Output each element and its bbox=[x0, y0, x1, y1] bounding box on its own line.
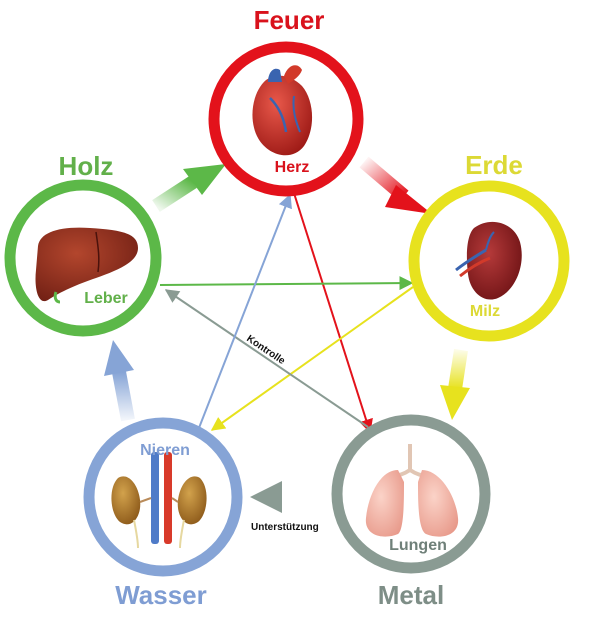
arrow-water-to-wood bbox=[104, 340, 135, 422]
earth-title: Erde bbox=[465, 150, 523, 180]
water-title: Wasser bbox=[115, 580, 207, 610]
element-water: Wasser Nieren bbox=[83, 417, 243, 610]
control-arrows bbox=[159, 189, 414, 434]
wood-title: Holz bbox=[59, 151, 114, 181]
wood-organ-label: Leber bbox=[84, 290, 128, 307]
spleen-icon bbox=[455, 221, 522, 300]
earth-organ-label: Milz bbox=[470, 303, 500, 320]
control-water-to-fire bbox=[196, 193, 292, 434]
metal-organ-label: Lungen bbox=[389, 537, 447, 554]
generation-arrows bbox=[104, 156, 470, 513]
element-wood: Holz Leber bbox=[4, 151, 162, 337]
arrow-wood-to-fire bbox=[152, 164, 226, 212]
control-label: Kontrolle bbox=[244, 333, 287, 367]
metal-title: Metal bbox=[378, 580, 444, 610]
liver-icon bbox=[35, 227, 138, 304]
control-earth-to-water bbox=[210, 286, 414, 431]
element-metal: Metal Lungen bbox=[331, 414, 491, 610]
heart-icon bbox=[252, 65, 313, 156]
fire-organ-label: Herz bbox=[275, 159, 310, 176]
control-wood-to-earth bbox=[159, 276, 414, 291]
arrow-fire-to-earth bbox=[359, 156, 432, 214]
support-label: Unterstützung bbox=[251, 522, 319, 533]
water-organ-label: Nieren bbox=[140, 442, 190, 459]
control-metal-to-wood bbox=[164, 289, 369, 428]
fire-title: Feuer bbox=[254, 5, 325, 35]
control-fire-to-metal bbox=[292, 189, 373, 434]
lungs-icon bbox=[365, 444, 459, 537]
water-ring bbox=[83, 417, 243, 577]
arrow-metal-to-water bbox=[250, 481, 328, 513]
element-fire: Feuer Herz bbox=[208, 5, 364, 197]
kidneys-icon bbox=[111, 452, 207, 549]
arrow-earth-to-metal bbox=[440, 348, 470, 420]
element-earth: Erde Milz bbox=[408, 150, 570, 342]
